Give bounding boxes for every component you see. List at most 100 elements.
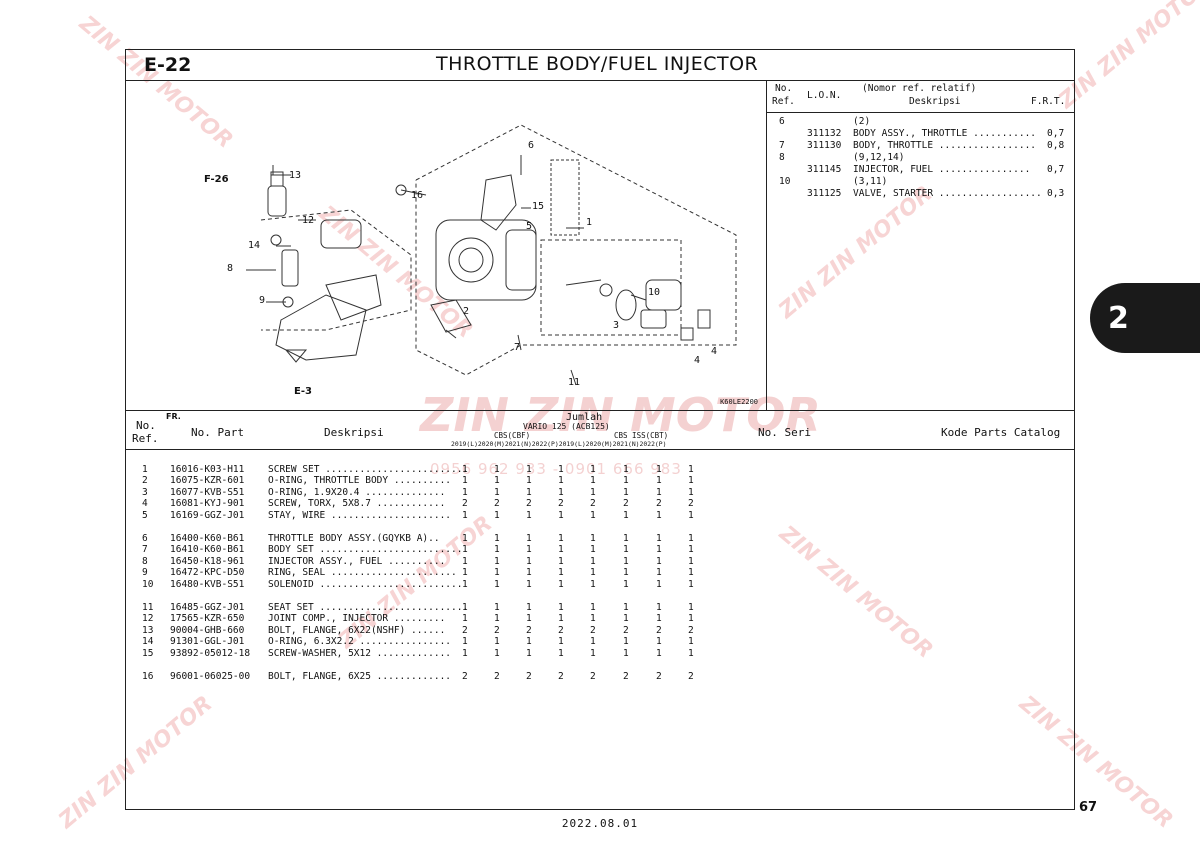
row-quantity: 2 xyxy=(688,498,694,510)
row-quantity: 1 xyxy=(526,602,532,613)
callout-12: 12 xyxy=(302,215,315,226)
row-quantity: 1 xyxy=(656,544,662,556)
row-quantity: 1 xyxy=(558,509,564,521)
row-quantity: 1 xyxy=(688,555,694,567)
row-description: SCREW SET ......................... xyxy=(268,464,469,475)
row-description: O-RING, 1.9X20.4 .............. xyxy=(268,486,446,498)
col-years: 2019(L)2020(M)2021(N)2022(P)2019(L)2020(… xyxy=(451,440,667,448)
reference-lon: 311130 xyxy=(807,140,842,151)
reference-no: 7 xyxy=(779,140,785,151)
ref-f26-label: F-26 xyxy=(204,174,229,185)
row-part-number: 93892-05012-18 xyxy=(170,647,251,659)
callout-4a: 4 xyxy=(694,355,701,366)
row-quantity: 1 xyxy=(462,602,468,613)
row-quantity: 1 xyxy=(623,578,629,590)
row-quantity: 1 xyxy=(558,647,564,659)
row-description: STAY, WIRE ..................... xyxy=(268,509,452,521)
row-quantity: 1 xyxy=(590,533,596,544)
row-quantity: 1 xyxy=(656,636,662,648)
row-quantity: 1 xyxy=(623,647,629,659)
row-quantity: 1 xyxy=(590,578,596,590)
row-quantity: 1 xyxy=(494,647,500,659)
row-description: SOLENOID ......................... xyxy=(268,578,463,590)
row-part-number: 96001-06025-00 xyxy=(170,671,251,682)
row-quantity: 1 xyxy=(623,509,629,521)
reference-panel: No. Ref. L.O.N. (Nomor ref. relatif) Des… xyxy=(766,80,1075,410)
row-quantity: 1 xyxy=(558,464,564,475)
row-part-number: 90004-GHB-660 xyxy=(170,624,245,636)
row-quantity: 1 xyxy=(688,475,694,487)
row-quantity: 1 xyxy=(494,509,500,521)
reference-desc: (2) xyxy=(853,116,871,127)
row-quantity: 1 xyxy=(494,544,500,556)
row-quantity: 1 xyxy=(526,464,532,475)
row-quantity: 1 xyxy=(462,544,468,556)
reference-desc: VALVE, STARTER .................. xyxy=(853,188,1042,199)
ref-head-ref: Ref. xyxy=(772,96,795,107)
reference-frt: 0,7 xyxy=(1047,128,1065,139)
row-description: BOLT, FLANGE, 6X22(NSHF) ...... xyxy=(268,624,446,636)
section-tab[interactable]: 2 xyxy=(1090,283,1200,353)
col-serial-number: No. Seri xyxy=(758,426,811,439)
row-quantity: 1 xyxy=(526,578,532,590)
row-quantity: 1 xyxy=(656,647,662,659)
row-quantity: 2 xyxy=(494,624,500,636)
row-quantity: 2 xyxy=(656,498,662,510)
row-quantity: 1 xyxy=(623,613,629,625)
row-ref-number: 9 xyxy=(142,567,148,579)
ref-head-no: No. xyxy=(775,83,793,94)
row-quantity: 1 xyxy=(558,544,564,556)
row-quantity: 1 xyxy=(526,567,532,579)
ref-head-frt: F.R.T. xyxy=(1031,96,1066,107)
row-quantity: 1 xyxy=(623,533,629,544)
row-quantity: 1 xyxy=(623,464,629,475)
row-quantity: 1 xyxy=(623,602,629,613)
row-quantity: 1 xyxy=(656,509,662,521)
row-description: SCREW-WASHER, 5X12 ............. xyxy=(268,647,452,659)
parts-table-header: No. Ref. No. Part Deskripsi Jumlah VARIO… xyxy=(126,410,1074,450)
row-quantity: 1 xyxy=(688,486,694,498)
row-quantity: 2 xyxy=(558,498,564,510)
row-ref-number: 13 xyxy=(142,624,154,636)
row-ref-number: 5 xyxy=(142,509,148,521)
row-quantity: 1 xyxy=(590,509,596,521)
callout-16: 16 xyxy=(411,190,424,201)
row-description: BOLT, FLANGE, 6X25 ............. xyxy=(268,671,452,682)
reference-no: 8 xyxy=(779,152,785,163)
row-ref-number: 1 xyxy=(142,464,148,475)
row-quantity: 2 xyxy=(462,498,468,510)
row-quantity: 2 xyxy=(656,624,662,636)
row-quantity: 1 xyxy=(656,475,662,487)
row-quantity: 1 xyxy=(526,533,532,544)
watermark-phone: 0956 962 933 - 0901 666 983 xyxy=(430,460,682,478)
row-quantity: 1 xyxy=(623,555,629,567)
row-quantity: 1 xyxy=(623,636,629,648)
row-quantity: 1 xyxy=(526,509,532,521)
row-quantity: 1 xyxy=(494,475,500,487)
row-quantity: 1 xyxy=(494,578,500,590)
callout-10: 10 xyxy=(648,287,661,298)
row-quantity: 1 xyxy=(688,544,694,556)
row-quantity: 1 xyxy=(656,533,662,544)
row-quantity: 1 xyxy=(590,567,596,579)
row-quantity: 2 xyxy=(688,624,694,636)
row-quantity: 1 xyxy=(656,567,662,579)
reference-header: No. Ref. L.O.N. (Nomor ref. relatif) Des… xyxy=(767,80,1075,113)
row-quantity: 1 xyxy=(590,464,596,475)
ref-head-deskripsi: Deskripsi xyxy=(909,96,961,107)
row-ref-number: 15 xyxy=(142,647,154,659)
callout-8: 8 xyxy=(227,263,234,274)
row-description: JOINT COMP., INJECTOR ......... xyxy=(268,613,446,625)
row-description: BODY SET ......................... xyxy=(268,544,463,556)
row-description: O-RING, THROTTLE BODY .......... xyxy=(268,475,452,487)
col-cbs: CBS(CBF) xyxy=(494,431,531,440)
row-quantity: 1 xyxy=(462,647,468,659)
row-quantity: 1 xyxy=(688,533,694,544)
row-quantity: 1 xyxy=(526,647,532,659)
callout-9: 9 xyxy=(259,295,266,306)
